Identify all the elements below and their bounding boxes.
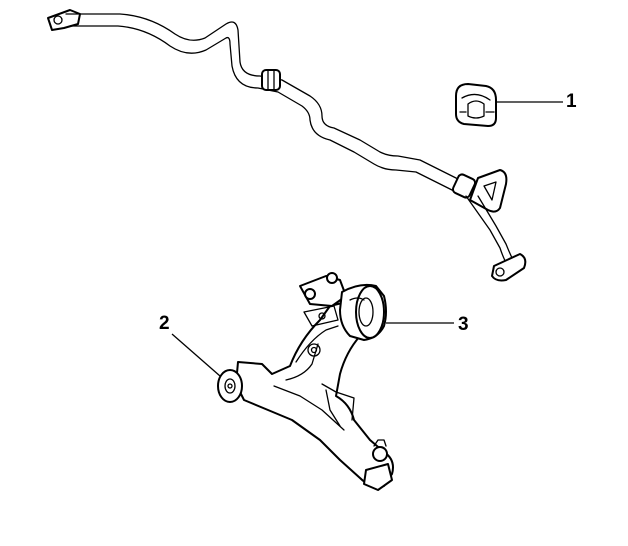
bushing-part-1 <box>455 83 497 127</box>
callout-number-3: 3 <box>458 314 469 335</box>
callout-number-1: 1 <box>566 91 577 112</box>
stabilizer-bar <box>47 9 527 282</box>
callout-number-2: 2 <box>159 313 170 334</box>
bushing-part-2 <box>217 369 243 403</box>
bushing-part-3 <box>339 283 387 341</box>
leader-line-2 <box>171 333 221 377</box>
control-arm <box>235 272 394 491</box>
